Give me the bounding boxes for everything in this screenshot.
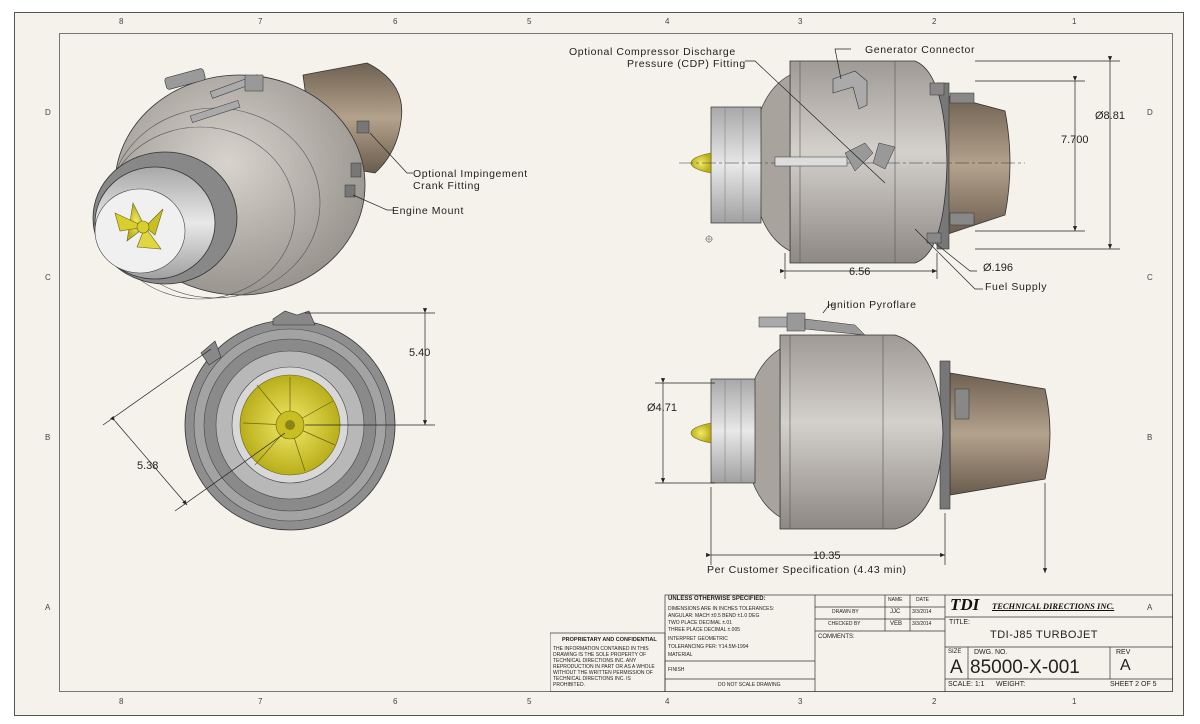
zone-col-bottom-3: 3 (798, 697, 803, 706)
zone-row-left-A: A (45, 603, 51, 612)
callout-cdp-2: Pressure (CDP) Fitting (627, 58, 746, 70)
zone-col-top-1: 1 (1072, 17, 1077, 26)
dwg-number: 85000-X-001 (970, 657, 1080, 678)
unless-header: UNLESS OTHERWISE SPECIFIED: (668, 596, 766, 602)
zone-col-top-6: 6 (393, 17, 398, 26)
size-value: A (950, 657, 963, 678)
zone-row-right-C: C (1147, 273, 1153, 282)
zone-col-top-5: 5 (527, 17, 532, 26)
side-view-top (679, 60, 1025, 264)
comments-label: COMMENTS: (818, 634, 855, 640)
callout-generator: Generator Connector (865, 44, 975, 56)
tol-line-5: INTERPRET GEOMETRIC (668, 636, 728, 642)
zone-col-top-2: 2 (932, 17, 937, 26)
dwg-label: DWG. NO. (974, 649, 1008, 656)
tol-line-1: DIMENSIONS ARE IN INCHES TOLERANCES: (668, 606, 775, 612)
zone-col-bottom-4: 4 (665, 697, 670, 706)
zone-col-top-3: 3 (798, 17, 803, 26)
weight-label: WEIGHT: (996, 681, 1026, 688)
prop-line-2: DRAWING IS THE SOLE PROPERTY OF (553, 652, 647, 658)
zone-row-left-D: D (45, 108, 51, 117)
zone-row-right-D: D (1147, 108, 1153, 117)
drawn-name: JJC (890, 609, 901, 615)
rev-value: A (1120, 657, 1131, 674)
tol-line-2: ANGULAR: MACH ±0.5 BEND ±1.0 DEG (668, 613, 760, 619)
tol-line-3: TWO PLACE DECIMAL ±.01 (668, 620, 732, 626)
prop-line-6: TECHNICAL DIRECTIONS INC. IS (553, 676, 631, 682)
scale-label: SCALE: 1:1 (948, 681, 985, 688)
no-scale-note: DO NOT SCALE DRAWING (718, 682, 781, 688)
name-header: NAME (888, 597, 903, 603)
drawn-date: 3/3/2014 (912, 609, 932, 615)
prop-line-7: PROHIBITED. (553, 682, 585, 688)
checked-label: CHECKED BY (828, 621, 861, 627)
leader-ignition (822, 304, 835, 314)
rev-label: REV (1116, 649, 1131, 656)
side-view-bottom (690, 312, 1051, 530)
logo-company: TECHNICAL DIRECTIONS INC. (992, 601, 1115, 611)
prop-line-5: WITHOUT THE WRITTEN PERMISSION OF (553, 670, 653, 676)
callout-spec-note: Per Customer Specification (4.43 min) (707, 564, 907, 576)
zone-col-top-7: 7 (258, 17, 263, 26)
zone-row-left-C: C (45, 273, 51, 282)
dim-face-diag: 5.38 (137, 460, 158, 472)
drawing-border (59, 33, 1173, 692)
tol-line-7: MATERIAL (668, 652, 693, 658)
tol-line-6: TOLERANCING PER: Y14.5M-1994 (668, 644, 749, 650)
zone-col-bottom-6: 6 (393, 697, 398, 706)
dim-dia-small: Ø.196 (983, 262, 1013, 274)
tol-line-8: FINISH (668, 667, 685, 673)
dim-height: 7.700 (1061, 134, 1089, 146)
leader-dia-small (934, 242, 977, 272)
drawn-label: DRAWN BY (832, 609, 859, 615)
dim-length-mount: 6.56 (849, 266, 870, 278)
dim-dia-inlet: Ø4.71 (647, 402, 677, 414)
callout-impingement-2: Crank Fitting (413, 180, 480, 192)
checked-date: 3/3/2014 (912, 621, 932, 627)
leader-cdp (745, 60, 886, 184)
prop-header: PROPRIETARY AND CONFIDENTIAL (562, 637, 657, 643)
zone-col-bottom-2: 2 (932, 697, 937, 706)
prop-line-1: THE INFORMATION CONTAINED IN THIS (553, 646, 649, 652)
center-mark (705, 235, 713, 243)
title-block-grid (550, 594, 1173, 692)
callout-cdp-1: Optional Compressor Discharge (569, 46, 736, 58)
dim-face-height: 5.40 (409, 347, 430, 359)
leader-fuel (914, 228, 983, 290)
title-label: TITLE: (949, 619, 971, 626)
callout-ignition: Ignition Pyroflare (827, 299, 917, 311)
dim-dia-outer: Ø8.81 (1095, 110, 1125, 122)
callout-engine-mount: Engine Mount (392, 205, 464, 217)
date-header: DATE (916, 597, 929, 603)
prop-line-4: REPRODUCTION IN PART OR AS A WHOLE (553, 664, 655, 670)
zone-col-bottom-8: 8 (119, 697, 124, 706)
zone-row-right-B: B (1147, 433, 1153, 442)
callout-fuel-supply: Fuel Supply (985, 281, 1047, 293)
zone-col-bottom-7: 7 (258, 697, 263, 706)
callout-impingement-1: Optional Impingement (413, 168, 528, 180)
company-logo: TDI TECHNICAL DIRECTIONS INC. (948, 595, 1170, 615)
sheet-label: SHEET 2 OF 5 (1110, 681, 1157, 688)
drawing-sheet: 8 7 6 5 4 3 2 1 8 7 6 5 4 3 2 1 D C B A … (14, 12, 1184, 716)
zone-col-top-4: 4 (665, 17, 670, 26)
title-block: UNLESS OTHERWISE SPECIFIED: DIMENSIONS A… (550, 593, 1173, 692)
size-label: SIZE (948, 649, 962, 655)
dim-length-total: 10.35 (813, 550, 841, 562)
checked-name: VEB (890, 621, 903, 627)
zone-col-bottom-1: 1 (1072, 697, 1077, 706)
tol-line-4: THREE PLACE DECIMAL ±.005 (668, 627, 741, 633)
front-view (184, 310, 396, 531)
prop-line-3: TECHNICAL DIRECTIONS INC. ANY (553, 658, 637, 664)
zone-col-top-8: 8 (119, 17, 124, 26)
drawing-title: TDI-J85 TURBOJET (990, 629, 1099, 641)
zone-row-left-B: B (45, 433, 51, 442)
leader-generator (834, 48, 851, 80)
front-dims (102, 308, 435, 512)
zone-row-right-A: A (1147, 603, 1153, 612)
zone-col-bottom-5: 5 (527, 697, 532, 706)
isometric-view (92, 62, 413, 300)
logo-tdi: TDI (950, 595, 980, 614)
drawing-canvas: Optional Impingement Crank Fitting Engin… (92, 44, 1125, 576)
